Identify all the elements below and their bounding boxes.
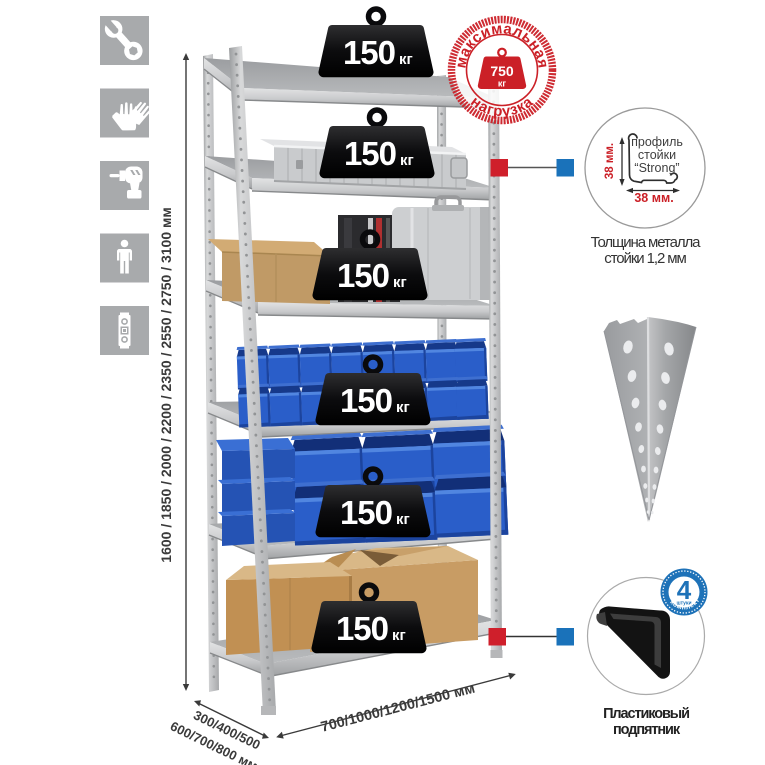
svg-text:150: 150: [343, 34, 395, 71]
svg-text:“Strong”: “Strong”: [634, 161, 679, 175]
svg-text:стойки: стойки: [638, 148, 676, 162]
svg-text:штуки: штуки: [676, 601, 691, 607]
svg-text:подпятник: подпятник: [613, 722, 681, 738]
svg-text:750: 750: [490, 63, 514, 79]
svg-text:4: 4: [677, 575, 692, 605]
svg-text:38 мм.: 38 мм.: [604, 143, 616, 179]
svg-text:Толщина металла: Толщина металла: [591, 234, 702, 251]
svg-text:профиль: профиль: [631, 135, 683, 149]
svg-text:700/1000/1200/1500 мм: 700/1000/1200/1500 мм: [319, 681, 476, 736]
svg-text:кг: кг: [498, 79, 507, 89]
svg-text:1600 / 1850 / 2000 / 2200 / 23: 1600 / 1850 / 2000 / 2200 / 2350 / 2550 …: [158, 207, 174, 562]
svg-text:кг: кг: [399, 51, 413, 68]
svg-text:38 мм.: 38 мм.: [634, 191, 673, 205]
svg-text:Пластиковый: Пластиковый: [603, 706, 689, 722]
svg-text:стойки 1,2 мм: стойки 1,2 мм: [604, 250, 686, 267]
